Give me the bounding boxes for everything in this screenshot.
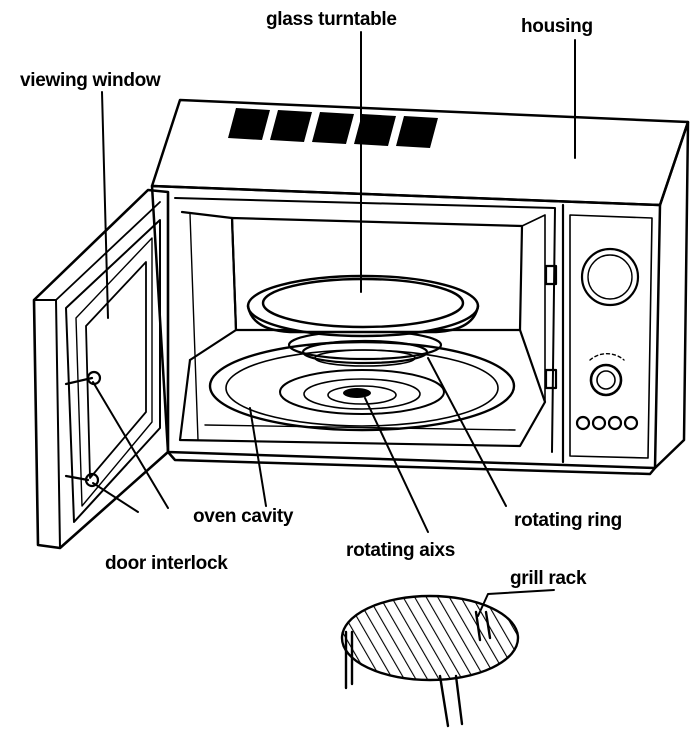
label-viewing-window: viewing window <box>20 70 161 91</box>
label-grill-rack: grill rack <box>510 568 587 589</box>
rotating-ring <box>208 340 516 432</box>
rotating-axis <box>343 388 371 398</box>
control-panel <box>544 203 653 464</box>
door-interlock <box>64 370 102 488</box>
vent-slots <box>228 108 438 148</box>
grill-rack <box>340 594 520 728</box>
label-housing: housing <box>521 16 593 37</box>
label-oven-cavity: oven cavity <box>193 506 294 527</box>
glass-turntable <box>246 274 480 338</box>
oven-cavity <box>178 210 547 448</box>
microwave-housing <box>150 98 690 476</box>
leader-lines <box>92 31 576 617</box>
label-rotating-ring: rotating ring <box>514 510 622 531</box>
label-door-interlock: door interlock <box>105 553 228 574</box>
label-rotating-axis: rotating aixs <box>346 540 455 561</box>
viewing-window <box>85 261 147 479</box>
microwave-door <box>32 188 170 550</box>
label-glass-turntable: glass turntable <box>266 9 397 30</box>
